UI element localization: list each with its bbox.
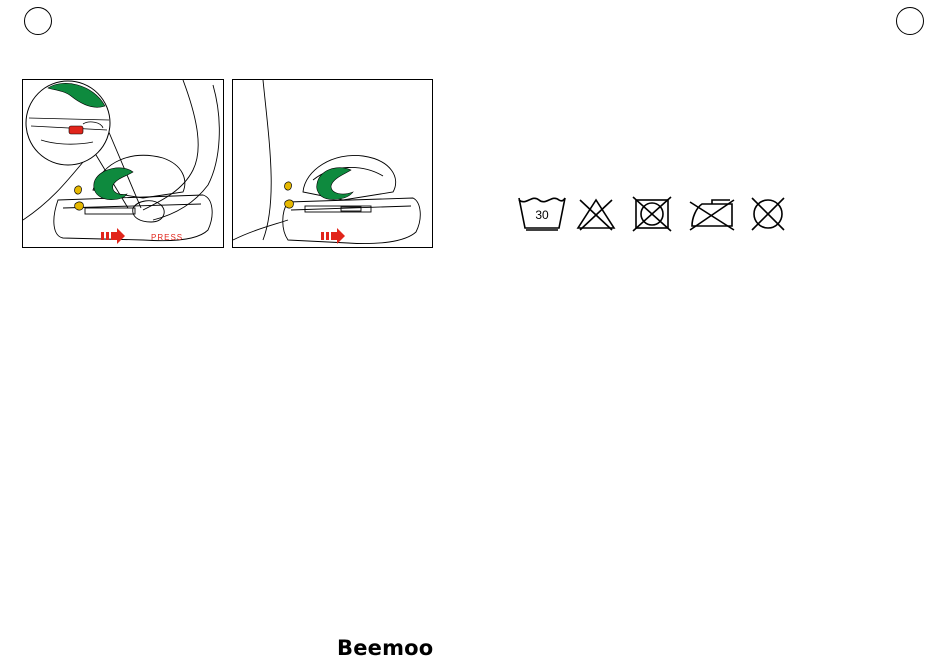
step-marker-right (896, 7, 924, 35)
no-dry-clean-icon (752, 198, 784, 230)
no-bleach-icon (578, 200, 614, 230)
wash-temperature: 30 (535, 208, 549, 222)
step-marker-left (24, 7, 52, 35)
brand-logo: Beemoo (337, 636, 433, 660)
no-tumble-dry-icon (633, 197, 671, 231)
figure-panel-press: PRESS (22, 79, 224, 248)
care-symbols: 30 (516, 194, 796, 234)
figure-panel-released (232, 79, 433, 248)
car-seat-press-illustration (23, 80, 223, 247)
no-iron-icon (690, 200, 734, 230)
press-label: PRESS (151, 233, 183, 242)
red-arrow-icon (101, 228, 125, 244)
car-seat-released-illustration (233, 80, 432, 247)
